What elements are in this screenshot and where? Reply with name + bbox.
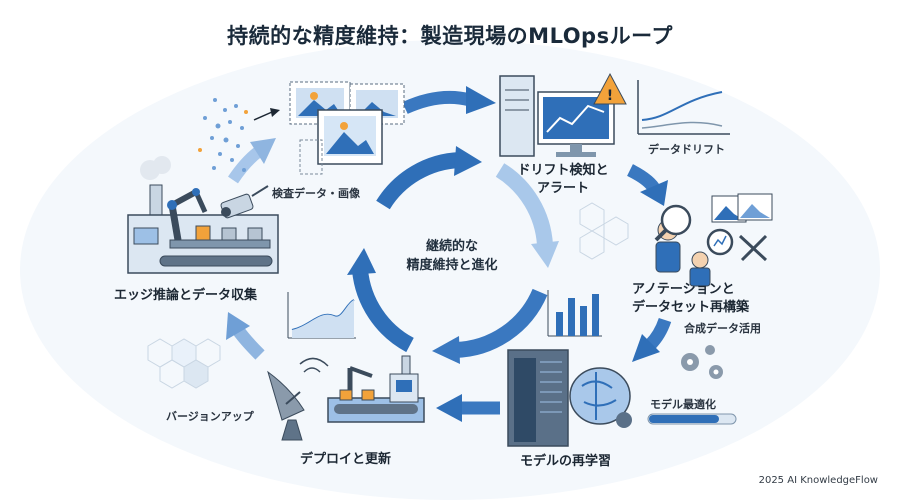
label-synthetic-data: 合成データ活用 <box>684 322 761 335</box>
label-model-optimization: モデル最適化 <box>650 398 716 411</box>
label-annotation: アノテーションと データセット再構築 <box>632 281 749 317</box>
data-dots <box>198 98 248 172</box>
center-line-1: 継続的な <box>425 239 478 254</box>
annotation-line-2: データセット再構築 <box>632 300 750 315</box>
annotation-illustration <box>579 193 773 287</box>
drift-line-2: アラート <box>536 181 589 196</box>
line-chart-icon <box>287 292 356 339</box>
annotation-line-1: アノテーションと <box>632 282 735 297</box>
center-line-2: 精度維持と進化 <box>406 258 498 273</box>
label-inspection-data: 検査データ・画像 <box>272 187 360 200</box>
label-edge-inference: エッジ推論とデータ収集 <box>114 288 258 303</box>
center-loop-arrows <box>347 146 559 364</box>
bar-chart-icon <box>547 290 602 337</box>
label-drift-detection: ドリフト検知と アラート <box>498 162 628 198</box>
label-deploy: デプロイと更新 <box>300 452 392 467</box>
credit-text: 2025 AI KnowledgeFlow <box>758 475 878 486</box>
satellite-dish-icon <box>267 357 329 441</box>
center-loop-label: 継続的な 精度維持と進化 <box>380 237 524 275</box>
hexagon-pattern <box>147 338 221 389</box>
page-title: 持続的な精度維持：製造現場のMLOpsループ <box>227 24 673 48</box>
retraining-server-illustration <box>507 349 632 447</box>
gears-icon <box>681 345 723 379</box>
data-drift-chart <box>637 80 730 135</box>
deploy-illustration <box>327 355 425 423</box>
drift-monitor-illustration: ! <box>499 72 627 157</box>
svg-text:!: ! <box>607 88 613 104</box>
label-version-up: バージョンアップ <box>166 410 254 423</box>
label-retraining: モデルの再学習 <box>520 454 612 469</box>
edge-factory-illustration <box>127 156 279 274</box>
drift-line-1: ドリフト検知と <box>517 163 609 178</box>
model-optimization-progress <box>647 413 737 425</box>
label-data-drift: データドリフト <box>648 143 725 156</box>
outer-flow-arrows <box>226 86 672 422</box>
inspection-images-illustration <box>289 81 405 175</box>
